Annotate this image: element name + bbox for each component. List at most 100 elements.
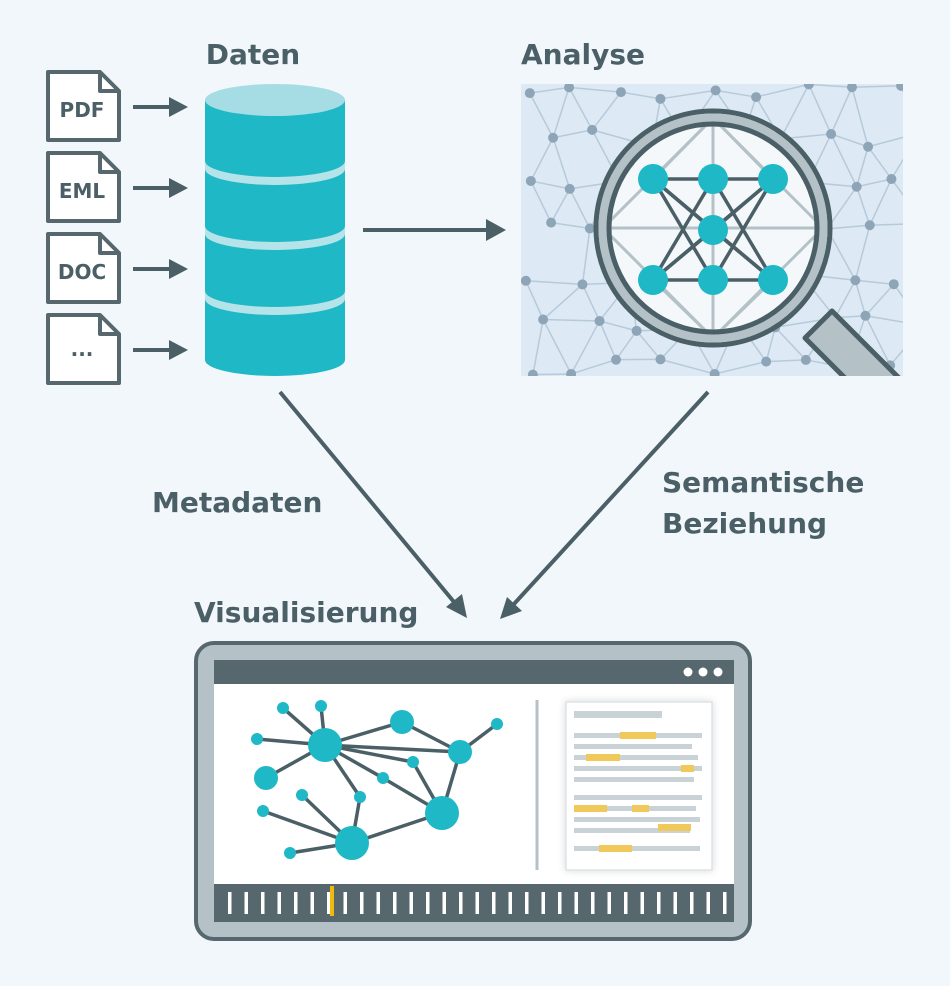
network-node [751,92,762,103]
document-preview [565,701,713,871]
ruler-tick [657,892,661,914]
ruler-tick [360,892,364,914]
ruler-tick [327,892,331,914]
ruler-tick [558,892,562,914]
document-label: DOC [58,260,106,284]
pdf-document-icon: PDF [46,70,121,142]
network-node [851,181,862,192]
document-label: ... [71,337,94,361]
timeline-ruler [214,884,734,922]
network-node [584,223,595,234]
network-node [525,175,536,186]
network-node [564,84,575,93]
ruler-tick [640,892,644,914]
ruler-tick [261,892,265,914]
ruler-tick [475,892,479,914]
arrow [133,259,188,279]
analysis-panel [521,84,929,376]
ruler-tick [244,892,248,914]
network-node [709,368,720,376]
ruler-tick [706,892,710,914]
network-node [710,85,721,96]
ruler-tick [690,892,694,914]
network-node [548,132,559,143]
doc-document-icon: DOC [46,232,121,304]
metadaten-arrow [278,390,467,618]
document-icons: PDF EML DOC ... [46,70,121,385]
ruler-tick [459,892,463,914]
network-node [615,87,626,98]
ruler-tick [426,892,430,914]
network-node [826,129,837,140]
ruler-tick [310,892,314,914]
arrow [133,340,188,360]
network-node [566,368,577,376]
daten-title: Daten [206,38,300,71]
text-highlights [574,732,694,852]
network-node [655,93,666,104]
network-node [896,84,903,91]
network-node [860,310,871,321]
ruler-tick [393,892,397,914]
ruler-tick [541,892,545,914]
network-node [521,275,531,286]
network-node [655,354,666,365]
ruler-tick [607,892,611,914]
network-graph [251,700,503,860]
visualization-window [194,641,752,941]
network-node [919,321,929,331]
ruler-tick [624,892,628,914]
semantische-arrow [500,390,710,619]
db-to-analysis-arrow [363,219,506,241]
ruler-tick [442,892,446,914]
network-node [611,354,622,365]
ruler-tick [228,892,232,914]
ruler-tick [492,892,496,914]
analyse-title: Analyse [521,38,645,71]
arrow [133,97,188,117]
semantische-label-line1: Semantische [662,466,864,499]
document-label: EML [59,179,106,203]
network-node [524,88,535,99]
network-node [587,124,598,135]
ruler-tick [277,892,281,914]
network-node [800,354,811,365]
document-label: PDF [60,98,105,122]
visualisierung-title: Visualisierung [194,596,418,629]
database-icon [205,84,345,376]
ruler-tick [574,892,578,914]
ruler-tick [591,892,595,914]
network-node [850,275,861,286]
arrow [133,178,188,198]
network-node [864,220,875,231]
network-node [564,183,575,194]
ruler-tick [525,892,529,914]
network-node [761,356,772,367]
more-dots-icon [683,667,723,677]
ruler-tick [723,892,727,914]
network-node [914,128,924,138]
eml-document-icon: EML [46,151,121,223]
network-node [886,174,897,185]
network-node [631,325,642,336]
network-node [846,84,857,93]
ruler-tick [409,892,413,914]
semantische-label-line2: Beziehung [662,507,827,540]
metadaten-label: Metadaten [152,486,322,519]
magnifier-handle [802,308,901,376]
ruler-tick [376,892,380,914]
network-node [803,84,814,90]
network-node [538,314,549,325]
network-node [863,141,874,152]
window-titlebar [214,660,734,684]
network-node [594,315,605,326]
network-node [577,279,588,290]
network-node [546,217,557,228]
ruler-tick [294,892,298,914]
magnifying-glass-icon [593,108,833,348]
more-document-icon: ... [46,313,121,385]
ruler-tick [508,892,512,914]
ruler-tick [673,892,677,914]
